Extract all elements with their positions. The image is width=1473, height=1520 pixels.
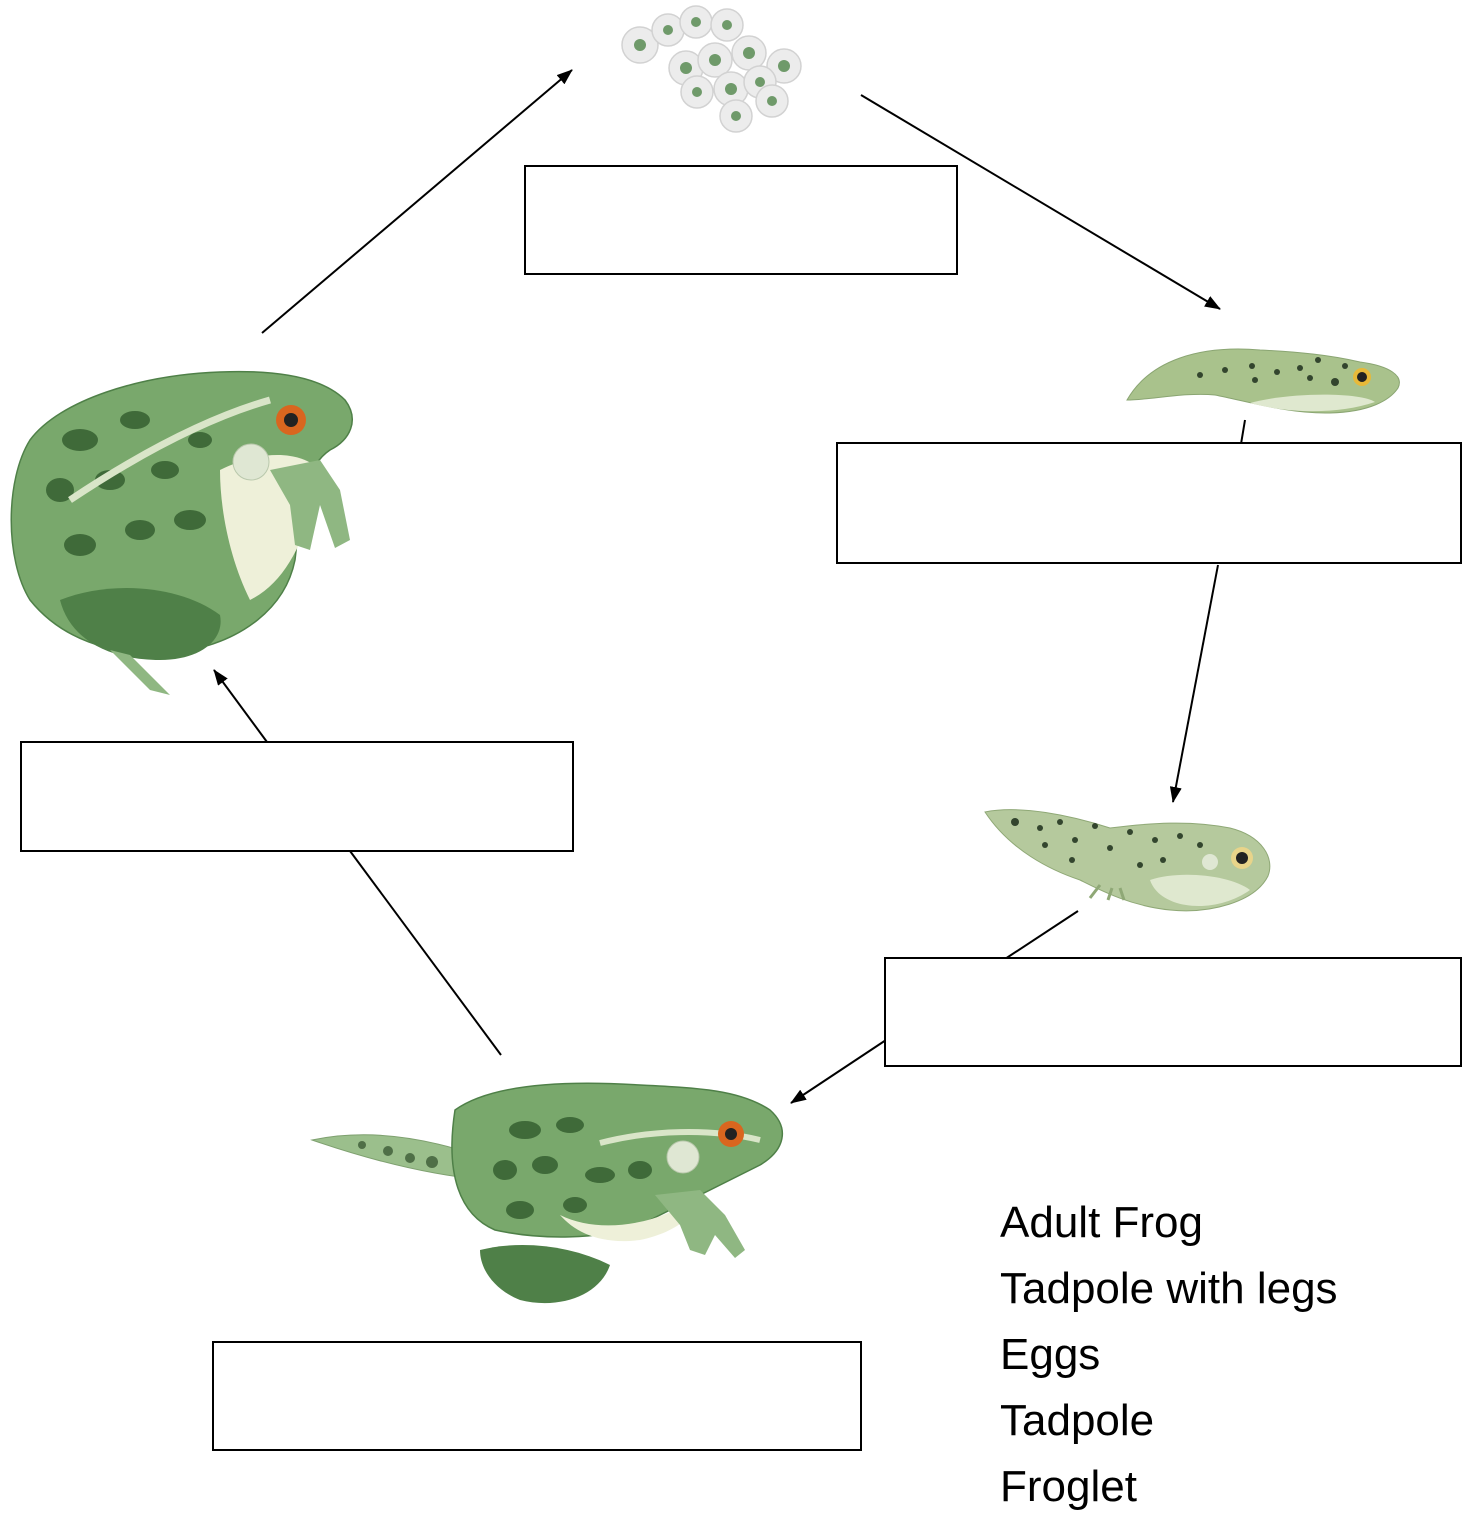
label-box-eggs[interactable]	[525, 166, 957, 274]
arrow-legs-to-froglet	[791, 1040, 886, 1103]
arrow-legs-to-froglet-upper	[1005, 911, 1078, 959]
word-bank-item: Froglet	[1000, 1454, 1338, 1520]
label-box-tadpole-with-legs[interactable]	[885, 958, 1461, 1066]
word-bank: Adult Frog Tadpole with legs Eggs Tadpol…	[1000, 1190, 1338, 1520]
frog-eggs-illustration	[622, 6, 801, 132]
arrow-tadpole-to-legs	[1173, 565, 1218, 802]
adult-frog-illustration	[11, 372, 352, 695]
word-bank-item: Eggs	[1000, 1322, 1338, 1388]
arrow-froglet-to-adult	[214, 670, 267, 742]
word-bank-item: Tadpole	[1000, 1388, 1338, 1454]
tadpole-with-legs-illustration	[985, 810, 1270, 911]
label-box-adult-frog[interactable]	[21, 742, 573, 851]
word-bank-item: Adult Frog	[1000, 1190, 1338, 1256]
label-box-froglet[interactable]	[213, 1342, 861, 1450]
froglet-illustration	[312, 1083, 782, 1303]
label-box-tadpole[interactable]	[837, 443, 1461, 563]
tadpole-pointer-line	[1241, 420, 1245, 444]
tadpole-illustration	[1127, 349, 1399, 413]
word-bank-item: Tadpole with legs	[1000, 1256, 1338, 1322]
arrow-froglet-to-adult-lower	[350, 851, 501, 1055]
